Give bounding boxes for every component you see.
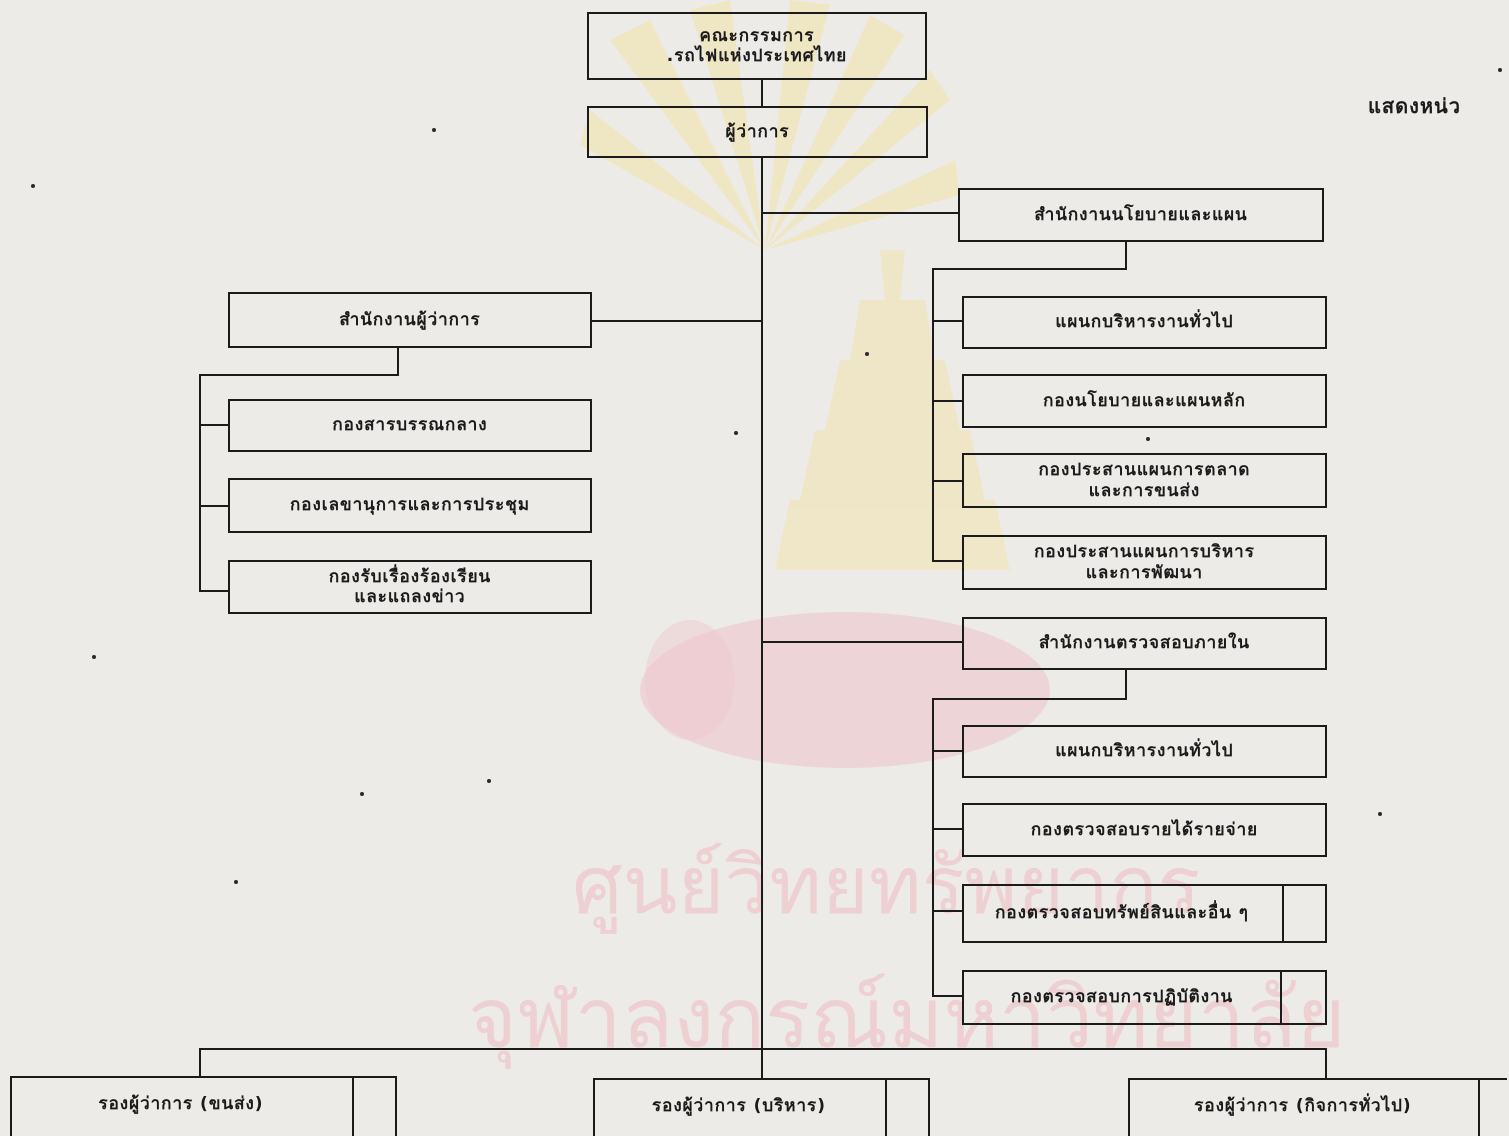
board-box: คณะกรรมการ .รถไฟแห่งประเทศไทย <box>587 12 927 80</box>
caption-fragment: แสดงหน่ว <box>1368 94 1461 118</box>
policy-unit-box: กองประสานแผนการบริหาร และการพัฒนา <box>962 535 1327 590</box>
connector-line <box>199 1048 201 1076</box>
connector-line <box>1125 242 1127 269</box>
box-label: สำนักงานผู้ว่าการ <box>339 309 481 330</box>
box-label: แผนกบริหารงานทั่วไป <box>1055 312 1234 333</box>
watermark-text-line2: จุฬาลงกรณ์มหาวิทยาลัย <box>468 969 1346 1067</box>
scan-speck <box>865 352 869 356</box>
governor-office-box: สำนักงานผู้ว่าการ <box>228 292 592 348</box>
box-label: กองสารบรรณกลาง <box>332 415 488 436</box>
policy-unit-box: กองนโยบายและแผนหลัก <box>962 374 1327 428</box>
connector-line <box>932 995 962 997</box>
governor-office-unit-box: กองรับเรื่องร้องเรียน และแถลงข่าว <box>228 560 592 614</box>
policy-unit-box: แผนกบริหารงานทั่วไป <box>962 296 1327 349</box>
main-trunk-line <box>761 158 763 1078</box>
policy-office-box: สำนักงานนโยบายและแผน <box>958 188 1324 242</box>
connector-line <box>1125 670 1127 699</box>
box-label: .รถไฟแห่งประเทศไทย <box>666 46 848 66</box>
connector-line <box>592 320 761 322</box>
box-label: กองประสานแผนการบริหาร <box>1034 542 1255 563</box>
box-label: แผนกบริหารงานทั่วไป <box>1055 741 1234 762</box>
connector-line <box>199 374 201 592</box>
box-label: รองผู้ว่าการ (กิจการทั่วไป) <box>1194 1096 1412 1116</box>
connector-line <box>932 698 1127 700</box>
box-label: และแถลงข่าว <box>354 587 466 607</box>
scan-speck <box>1498 68 1502 72</box>
connector-line <box>1325 1048 1327 1078</box>
scan-speck <box>31 184 35 188</box>
box-label: สำนักงานนโยบายและแผน <box>1034 204 1248 225</box>
governor-office-unit-box: กองเลขานุการและการประชุม <box>228 478 592 533</box>
connector-line <box>761 80 763 106</box>
connector-line <box>932 910 962 912</box>
connector-line <box>397 348 399 375</box>
scan-speck <box>1378 812 1382 816</box>
connector-line <box>761 641 962 643</box>
connector-line <box>761 212 958 214</box>
audit-unit-box: กองตรวจสอบการปฏิบัติงาน <box>962 970 1327 1025</box>
governor-office-unit-box: กองสารบรรณกลาง <box>228 399 592 452</box>
box-label: และการพัฒนา <box>1085 562 1204 583</box>
box-divider <box>885 1080 887 1136</box>
connector-line <box>199 505 228 507</box>
audit-office-box: สำนักงานตรวจสอบภายใน <box>962 617 1327 670</box>
connector-line <box>199 1048 1327 1050</box>
audit-unit-box: กองตรวจสอบทรัพย์สินและอื่น ๆ <box>962 884 1327 943</box>
connector-line <box>932 268 1127 270</box>
box-label: ผู้ว่าการ <box>725 121 790 142</box>
connector-line <box>932 560 962 562</box>
box-label: สำนักงานตรวจสอบภายใน <box>1039 633 1250 654</box>
box-divider <box>1478 1080 1480 1136</box>
deputy-governor-box: รองผู้ว่าการ (บริหาร) <box>593 1078 930 1136</box>
scan-speck <box>487 779 491 783</box>
connector-line <box>932 750 962 752</box>
connector-line <box>199 590 228 592</box>
scan-speck <box>360 792 364 796</box>
scan-speck <box>92 655 96 659</box>
connector-line <box>932 400 962 402</box>
box-label: กองนโยบายและแผนหลัก <box>1043 390 1246 411</box>
audit-unit-box: แผนกบริหารงานทั่วไป <box>962 725 1327 778</box>
scan-speck <box>734 431 738 435</box>
box-label: คณะกรรมการ <box>699 25 815 46</box>
connector-line <box>932 480 962 482</box>
box-label: กองประสานแผนการตลาด <box>1038 460 1251 481</box>
box-label: กองตรวจสอบรายได้รายจ่าย <box>1030 819 1259 840</box>
scan-speck <box>234 880 238 884</box>
connector-line <box>932 320 962 322</box>
box-divider <box>1282 886 1284 941</box>
scan-speck <box>1146 437 1150 441</box>
box-label: กองเลขานุการและการประชุม <box>289 495 531 516</box>
box-divider <box>1280 972 1282 1023</box>
connector-line <box>199 424 228 426</box>
box-label: กองตรวจสอบทรัพย์สินและอื่น ๆ <box>995 903 1249 924</box>
deputy-governor-box: รองผู้ว่าการ (กิจการทั่วไป) <box>1128 1078 1507 1136</box>
box-label: รองผู้ว่าการ (บริหาร) <box>652 1096 826 1116</box>
connector-line <box>932 268 934 562</box>
box-label: กองรับเรื่องร้องเรียน <box>328 566 492 587</box>
governor-box: ผู้ว่าการ <box>587 106 928 158</box>
box-label: กองตรวจสอบการปฏิบัติงาน <box>1010 987 1234 1008</box>
box-label: และการขนส่ง <box>1088 480 1201 501</box>
connector-line <box>932 828 962 830</box>
box-label: รองผู้ว่าการ (ขนส่ง) <box>98 1094 264 1114</box>
policy-unit-box: กองประสานแผนการตลาด และการขนส่ง <box>962 453 1327 508</box>
box-divider <box>352 1078 354 1136</box>
connector-line <box>932 698 934 997</box>
scan-speck <box>432 128 436 132</box>
connector-line <box>199 374 399 376</box>
audit-unit-box: กองตรวจสอบรายได้รายจ่าย <box>962 803 1327 857</box>
deputy-governor-box: รองผู้ว่าการ (ขนส่ง) <box>10 1076 397 1136</box>
